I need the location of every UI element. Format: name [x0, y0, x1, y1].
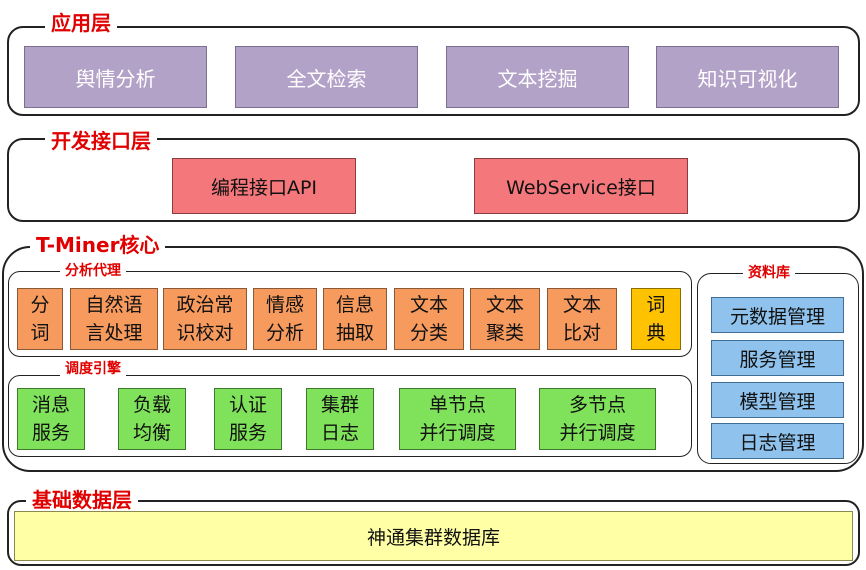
resource-model-management: 模型管理 [711, 382, 844, 418]
resource-service-management: 服务管理 [711, 340, 844, 376]
resource-library-title: 资料库 [743, 265, 795, 281]
application-layer-title: 应用层 [45, 12, 117, 34]
agent-information-extraction: 信息 抽取 [323, 288, 387, 350]
scheduler-load-balancing: 负载 均衡 [118, 388, 186, 450]
resource-metadata-management: 元数据管理 [711, 297, 844, 333]
app-item-fulltext-search: 全文检索 [235, 46, 418, 108]
agent-political-proofreading: 政治常 识校对 [163, 288, 247, 350]
webservice-interface-box: WebService接口 [474, 158, 688, 214]
analysis-agent-title: 分析代理 [60, 263, 126, 279]
scheduler-title: 调度引擎 [60, 361, 126, 377]
tminer-core-title: T-Miner核心 [30, 234, 166, 256]
scheduler-auth-service: 认证 服务 [214, 388, 282, 450]
scheduler-multi-node-parallel: 多节点 并行调度 [539, 388, 656, 450]
agent-nlp: 自然语 言处理 [70, 288, 158, 350]
base-data-layer-title: 基础数据层 [26, 489, 138, 511]
app-item-text-mining: 文本挖掘 [446, 46, 629, 108]
api-interface-box: 编程接口API [172, 158, 356, 214]
agent-text-comparison: 文本 比对 [547, 288, 617, 350]
resource-log-management: 日志管理 [711, 423, 844, 459]
agent-dictionary: 词 典 [631, 288, 681, 350]
scheduler-message-service: 消息 服务 [17, 388, 85, 450]
dev-interface-layer [7, 138, 860, 222]
agent-sentiment-analysis: 情感 分析 [253, 288, 317, 350]
agent-word-segmentation: 分 词 [17, 288, 63, 350]
app-item-knowledge-visualization: 知识可视化 [656, 46, 839, 108]
shentong-cluster-database: 神通集群数据库 [14, 511, 853, 561]
scheduler-single-node-parallel: 单节点 并行调度 [399, 388, 516, 450]
agent-text-classification: 文本 分类 [394, 288, 464, 350]
app-item-public-opinion: 舆情分析 [24, 46, 207, 108]
scheduler-cluster-log: 集群 日志 [306, 388, 374, 450]
agent-text-clustering: 文本 聚类 [470, 288, 540, 350]
dev-interface-layer-title: 开发接口层 [45, 130, 157, 152]
